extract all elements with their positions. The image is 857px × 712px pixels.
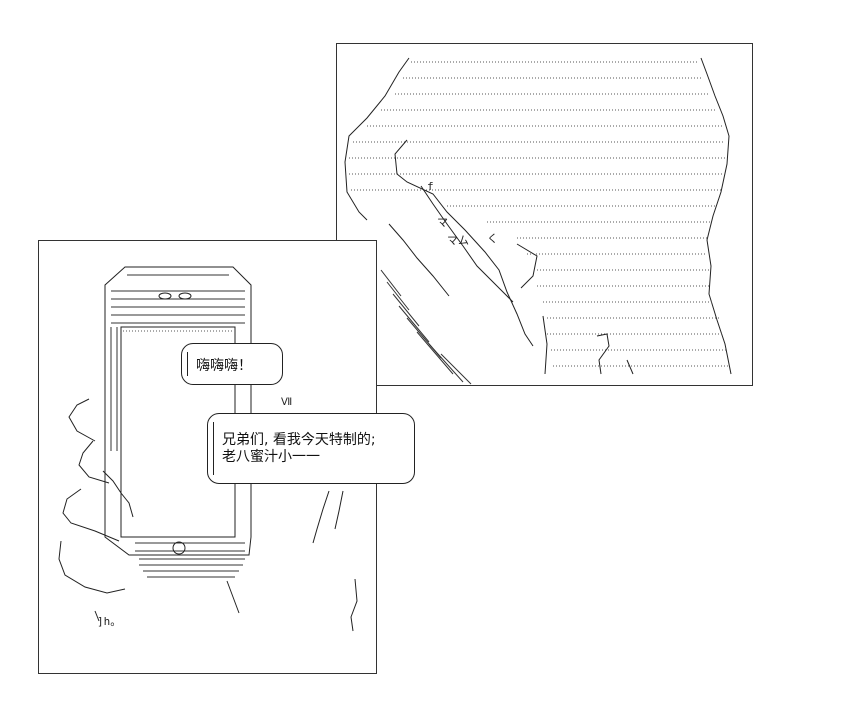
bubble-greeting-text: 嗨嗨嗨！ [196,358,252,374]
svg-text:f: f [427,180,434,193]
svg-text:マ: マ [437,216,448,229]
bubble-announcement-line-1: 兄弟们, 看我今天特制的; [222,432,376,448]
artist-signature: ]h。 [97,615,122,628]
svg-text:く: く [487,232,498,245]
bubble-announcement-line-2: 老八蜜汁小一一 [222,449,320,465]
face-closeup-drawing: f マ マム く [344,57,732,385]
right-manga-panel: f マ マム く [336,43,753,386]
speech-bubble-announcement: 兄弟们, 看我今天特制的; 老八蜜汁小一一 [207,413,415,484]
speech-bubble-greeting: 嗨嗨嗨！ [181,343,283,385]
roman-numeral-label: Ⅶ [281,397,293,408]
svg-text:マム: マム [447,234,469,247]
